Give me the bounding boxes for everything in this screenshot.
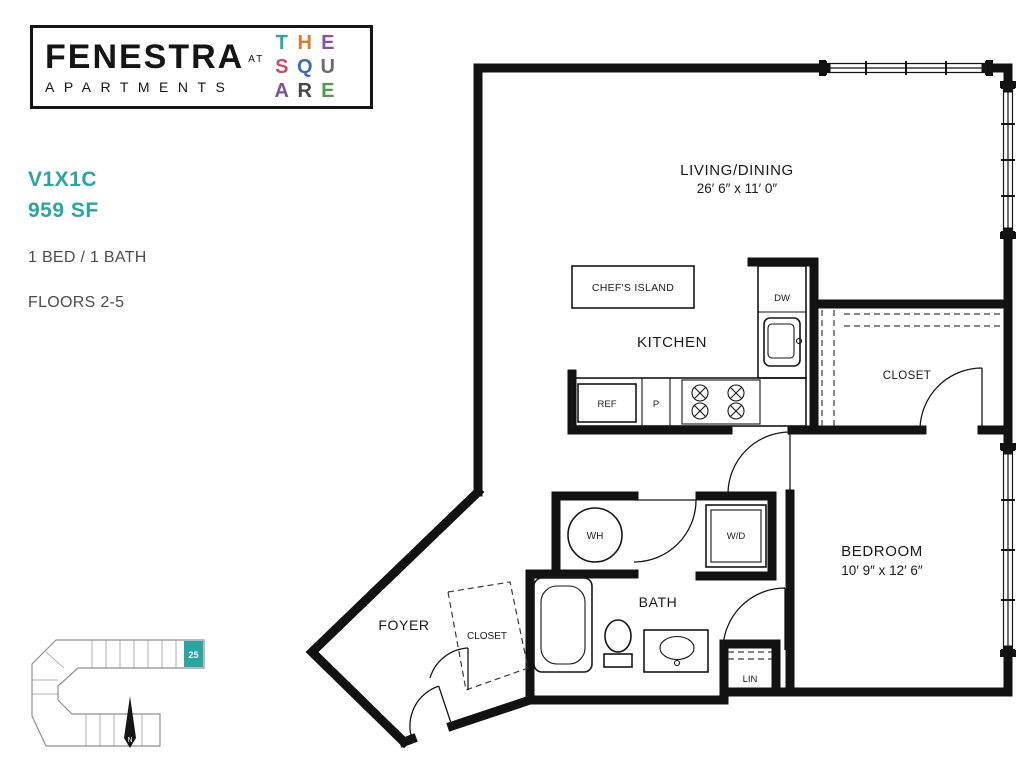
unit-info: V1X1C 959 SF 1 BED / 1 BATH FLOORS 2-5 xyxy=(28,168,147,312)
vanity-sink xyxy=(659,635,695,661)
site-unit-number: 25 xyxy=(188,650,198,660)
bathtub xyxy=(533,577,593,673)
logo-letter: A xyxy=(274,80,289,102)
kitchen-label: KITCHEN xyxy=(637,334,707,351)
logo-letter: H xyxy=(297,32,312,54)
site-building-outline xyxy=(31,639,205,747)
logo-letter: U xyxy=(320,56,335,78)
site-plan: 25 N xyxy=(31,639,205,748)
bath-label: BATH xyxy=(639,594,678,610)
washer-dryer-label: W/D xyxy=(727,531,746,542)
north-label: N xyxy=(127,737,132,744)
foyer-closet-outline xyxy=(447,581,529,691)
foyer-closet-door-swing xyxy=(429,647,469,690)
north-arrow-icon xyxy=(124,696,136,748)
range xyxy=(681,379,761,425)
water-heater-label: WH xyxy=(587,531,604,542)
interior-walls xyxy=(525,257,1013,697)
kitchen-fixtures xyxy=(571,265,807,427)
washer-dryer-unit xyxy=(705,504,767,568)
brand-logo: FENESTRA APARTMENTS AT T H E S Q U A R E xyxy=(30,25,373,109)
toilet-tank xyxy=(603,653,633,668)
kitchen-sink-basin xyxy=(767,323,795,359)
unit-code: V1X1C xyxy=(28,168,98,191)
unit-area: 959 SF xyxy=(28,199,99,222)
bathtub-basin xyxy=(540,585,586,665)
logo-letter: Q xyxy=(297,56,313,78)
closet-door-swing xyxy=(919,367,983,431)
entry-door-swing xyxy=(409,685,453,740)
ref-label: REF xyxy=(598,399,617,410)
logo-sub: APARTMENTS xyxy=(45,78,235,95)
logo-name: FENESTRA xyxy=(45,37,245,76)
living-dining-label: LIVING/DINING xyxy=(680,162,794,179)
logo-at: AT xyxy=(248,53,265,65)
kitchen-faucet-icon xyxy=(795,337,803,345)
foyer-label: FOYER xyxy=(378,617,429,633)
linen-shelf-dashes xyxy=(728,651,772,660)
refrigerator xyxy=(577,383,637,423)
bedroom-closet-label: CLOSET xyxy=(883,370,931,382)
water-heater-door-swing xyxy=(633,499,697,563)
washer-dryer-front xyxy=(710,509,762,563)
foyer-closet-label: CLOSET xyxy=(467,631,507,642)
linen-label: LIN xyxy=(743,674,758,685)
vanity-faucet-icon xyxy=(673,659,681,667)
water-heater xyxy=(567,507,623,563)
vanity xyxy=(643,629,709,673)
site-unit-highlight xyxy=(184,641,203,667)
kitchen-counter xyxy=(571,377,807,427)
bedroom-label: BEDROOM xyxy=(841,543,923,560)
bedroom-dims: 10′ 9″ x 12′ 6″ xyxy=(841,563,923,578)
door-arcs xyxy=(409,367,983,740)
kitchen-counter-right xyxy=(757,265,807,379)
bedroom-door-swing xyxy=(727,431,791,495)
chefs-island-label: CHEF'S ISLAND xyxy=(592,282,674,294)
logo-letter: S xyxy=(275,56,289,78)
logo-square-monogram: T H E S Q U A R E xyxy=(270,31,339,103)
logo-wordmark: FENESTRA APARTMENTS xyxy=(45,40,244,95)
logo-letter: E xyxy=(321,32,335,54)
logo-letter: R xyxy=(297,80,312,102)
kitchen-sink xyxy=(763,317,801,367)
windows xyxy=(819,60,1016,657)
stove-burners-icon xyxy=(691,384,745,420)
logo-letter: E xyxy=(321,80,335,102)
counter-dividers xyxy=(641,311,806,426)
bath-door-swing xyxy=(722,587,786,651)
pantry-label: P xyxy=(653,399,659,410)
dishwasher-label: DW xyxy=(774,293,790,304)
exterior-walls xyxy=(305,63,1013,749)
toilet xyxy=(604,619,632,653)
chefs-island xyxy=(571,265,695,309)
unit-floors: FLOORS 2-5 xyxy=(28,294,125,311)
living-dining-dims: 26′ 6″ x 11′ 0″ xyxy=(697,181,778,196)
bath-fixtures xyxy=(533,504,767,673)
unit-bed-bath: 1 BED / 1 BATH xyxy=(28,249,147,266)
logo-letter: T xyxy=(275,32,288,54)
